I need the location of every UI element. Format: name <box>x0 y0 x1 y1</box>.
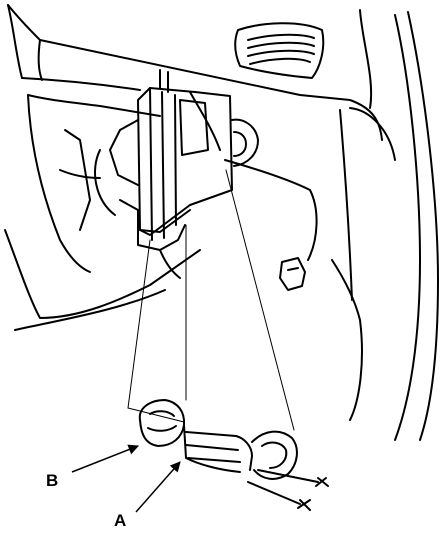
assembly-lead-lines <box>127 169 295 431</box>
dashboard-outline <box>4 4 383 331</box>
air-vent <box>234 22 325 79</box>
callout-b-arrow <box>71 444 139 473</box>
lower-bracket <box>279 257 306 291</box>
callout-b-label: B <box>46 471 58 490</box>
screw-upper <box>257 469 329 487</box>
callout-a-arrow <box>135 461 181 513</box>
callout-a-label: A <box>114 511 126 530</box>
screw-lower <box>247 481 311 511</box>
lower-component <box>138 399 298 480</box>
center-bracket-assembly <box>59 69 259 279</box>
door-frame-outline <box>331 11 439 441</box>
